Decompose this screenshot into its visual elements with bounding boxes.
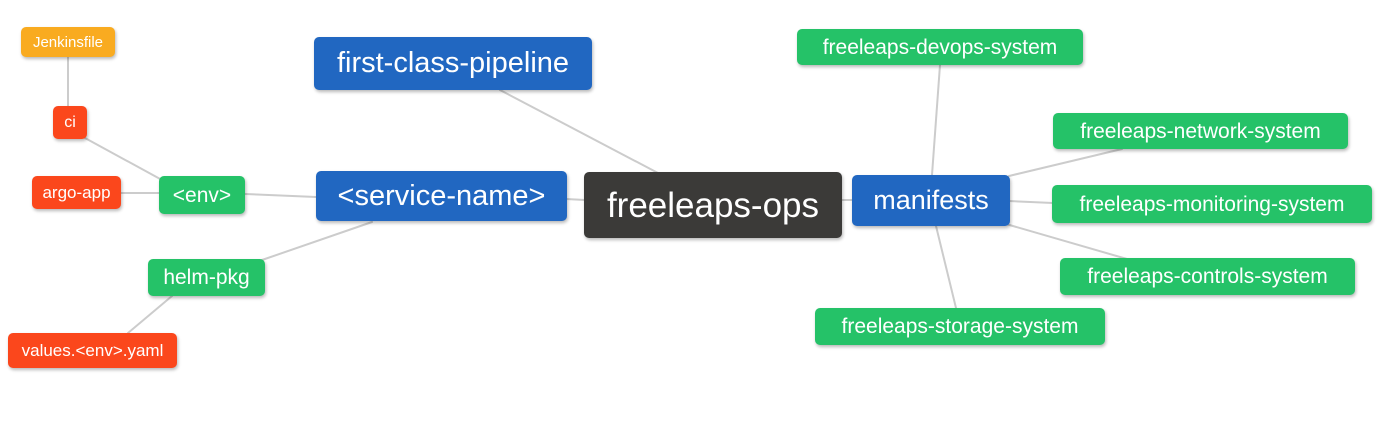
edge-manifests-network-system xyxy=(1008,148,1123,177)
node-env[interactable]: <env> xyxy=(159,176,245,214)
edge-service-name-freeleaps-ops xyxy=(565,198,586,201)
edge-manifests-controls-system xyxy=(1005,223,1128,260)
edge-manifests-monitoring-system xyxy=(1008,200,1054,204)
node-helm-pkg[interactable]: helm-pkg xyxy=(148,259,265,296)
node-freeleaps-storage-system[interactable]: freeleaps-storage-system xyxy=(815,308,1105,345)
node-freeleaps-ops[interactable]: freeleaps-ops xyxy=(584,172,842,238)
node-freeleaps-controls-system[interactable]: freeleaps-controls-system xyxy=(1060,258,1355,295)
node-freeleaps-network-system[interactable]: freeleaps-network-system xyxy=(1053,113,1348,149)
edge-values-helm-pkg xyxy=(127,295,173,334)
node-freeleaps-devops-system[interactable]: freeleaps-devops-system xyxy=(797,29,1083,65)
node-values-env-yaml[interactable]: values.<env>.yaml xyxy=(8,333,177,368)
node-manifests[interactable]: manifests xyxy=(852,175,1010,226)
edge-helm-pkg-service-name xyxy=(261,221,373,261)
node-first-class-pipeline[interactable]: first-class-pipeline xyxy=(314,37,592,90)
node-service-name[interactable]: <service-name> xyxy=(316,171,567,221)
edge-manifests-storage-system xyxy=(935,225,957,309)
edge-ci-env xyxy=(84,137,163,181)
edge-env-service-name xyxy=(244,193,317,198)
node-argo-app[interactable]: argo-app xyxy=(32,176,121,209)
node-jenkinsfile[interactable]: Jenkinsfile xyxy=(21,27,115,57)
edge-pipeline-freeleaps-ops xyxy=(499,89,659,174)
node-freeleaps-monitoring-system[interactable]: freeleaps-monitoring-system xyxy=(1052,185,1372,223)
edge-manifests-devops-system xyxy=(931,64,941,176)
node-ci[interactable]: ci xyxy=(53,106,87,139)
